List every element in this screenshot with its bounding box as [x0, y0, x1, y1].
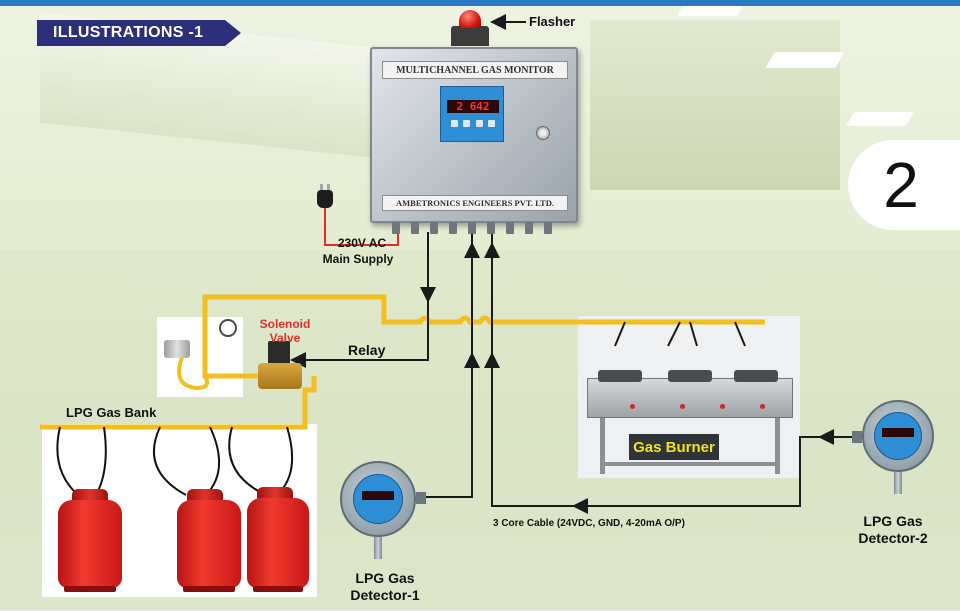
detector1-lug	[416, 492, 426, 504]
detector2-label-line2: Detector-2	[858, 530, 928, 546]
multichannel-gas-monitor: MULTICHANNEL GAS MONITOR 2 642 AMBETRONI…	[370, 47, 578, 223]
regulator-hose	[177, 351, 210, 391]
lpg-cylinder-1	[58, 500, 122, 588]
cylinder-foot	[253, 586, 303, 592]
solenoid-coil	[268, 341, 290, 365]
burner-knob	[760, 404, 765, 409]
lpg-cylinder-3	[247, 498, 309, 588]
plug-pin	[327, 184, 330, 190]
burner-drops	[614, 321, 746, 347]
cylinder-neck	[187, 489, 223, 503]
gas-bank-label: LPG Gas Bank	[66, 405, 157, 420]
detector1-readout	[362, 491, 394, 500]
detector2-sensor-head	[894, 472, 902, 494]
flasher-label: Flasher	[529, 14, 576, 29]
monitor-channel: 2	[456, 100, 464, 113]
monitor-title: MULTICHANNEL GAS MONITOR	[382, 61, 568, 79]
solenoid-valve-body	[258, 363, 302, 389]
red-beacon-icon	[459, 10, 481, 28]
cable-label: 3 Core Cable (24VDC, GND, 4-20mA O/P)	[493, 518, 685, 529]
burner-ring	[668, 370, 712, 382]
flasher-base	[451, 26, 489, 46]
gas-burner-body	[587, 378, 793, 418]
illustrations-ribbon: ILLUSTRATIONS -1	[37, 20, 241, 46]
monitor-maker: AMBETRONICS ENGINEERS PVT. LTD.	[382, 195, 568, 211]
solenoid-label-line1: Solenoid	[259, 317, 311, 331]
detector1-wire	[426, 232, 473, 498]
power-plug-icon	[317, 190, 333, 208]
top-strip	[0, 0, 960, 6]
burner-knob	[720, 404, 725, 409]
pressure-gauge-icon	[219, 319, 237, 337]
monitor-display: 2 642	[440, 86, 504, 142]
cylinder-foot	[183, 586, 235, 592]
burner-ring	[734, 370, 778, 382]
relay-label: Relay	[348, 342, 386, 358]
plug-pin	[320, 184, 323, 190]
burner-shelf	[600, 462, 780, 466]
burner-leg	[775, 418, 780, 474]
gas-burner-label: Gas Burner	[629, 434, 719, 460]
exhaust-hood-right	[590, 20, 840, 190]
burner-ring	[598, 370, 642, 382]
key-switch-icon	[536, 126, 550, 140]
gas-pipe-regulator	[202, 352, 240, 379]
page-number-badge: 2	[848, 140, 960, 230]
burner-knob	[680, 404, 685, 409]
gas-regulator	[164, 340, 190, 358]
monitor-value: 642	[469, 100, 490, 113]
lpg-cylinder-2	[177, 500, 241, 588]
cable-glands	[392, 222, 552, 234]
solenoid-label-line2: Valve	[269, 331, 301, 345]
cylinder-neck	[257, 487, 293, 501]
power-label-line1: 230V AC	[337, 236, 387, 250]
detector1-label-line1: LPG Gas	[355, 570, 415, 586]
detector1-label-line2: Detector-1	[350, 587, 420, 603]
detector1-sensor-head	[374, 537, 382, 559]
relay-wire	[290, 232, 429, 368]
power-label-line2: Main Supply	[322, 252, 394, 266]
burner-knob	[630, 404, 635, 409]
detector2-readout	[882, 428, 914, 437]
cylinder-foot	[64, 586, 116, 592]
cylinder-hoses	[56, 426, 294, 496]
lpg-gas-detector-1	[340, 461, 416, 537]
monitor-buttons	[451, 120, 495, 128]
detector2-label-line1: LPG Gas	[863, 513, 923, 529]
gas-pipe	[202, 294, 765, 352]
cylinder-neck	[72, 489, 108, 503]
burner-leg	[600, 418, 605, 474]
detector2-lug	[852, 431, 862, 443]
gas-pipe-manifold	[40, 376, 317, 430]
monitor-readout: 2 642	[447, 100, 499, 113]
